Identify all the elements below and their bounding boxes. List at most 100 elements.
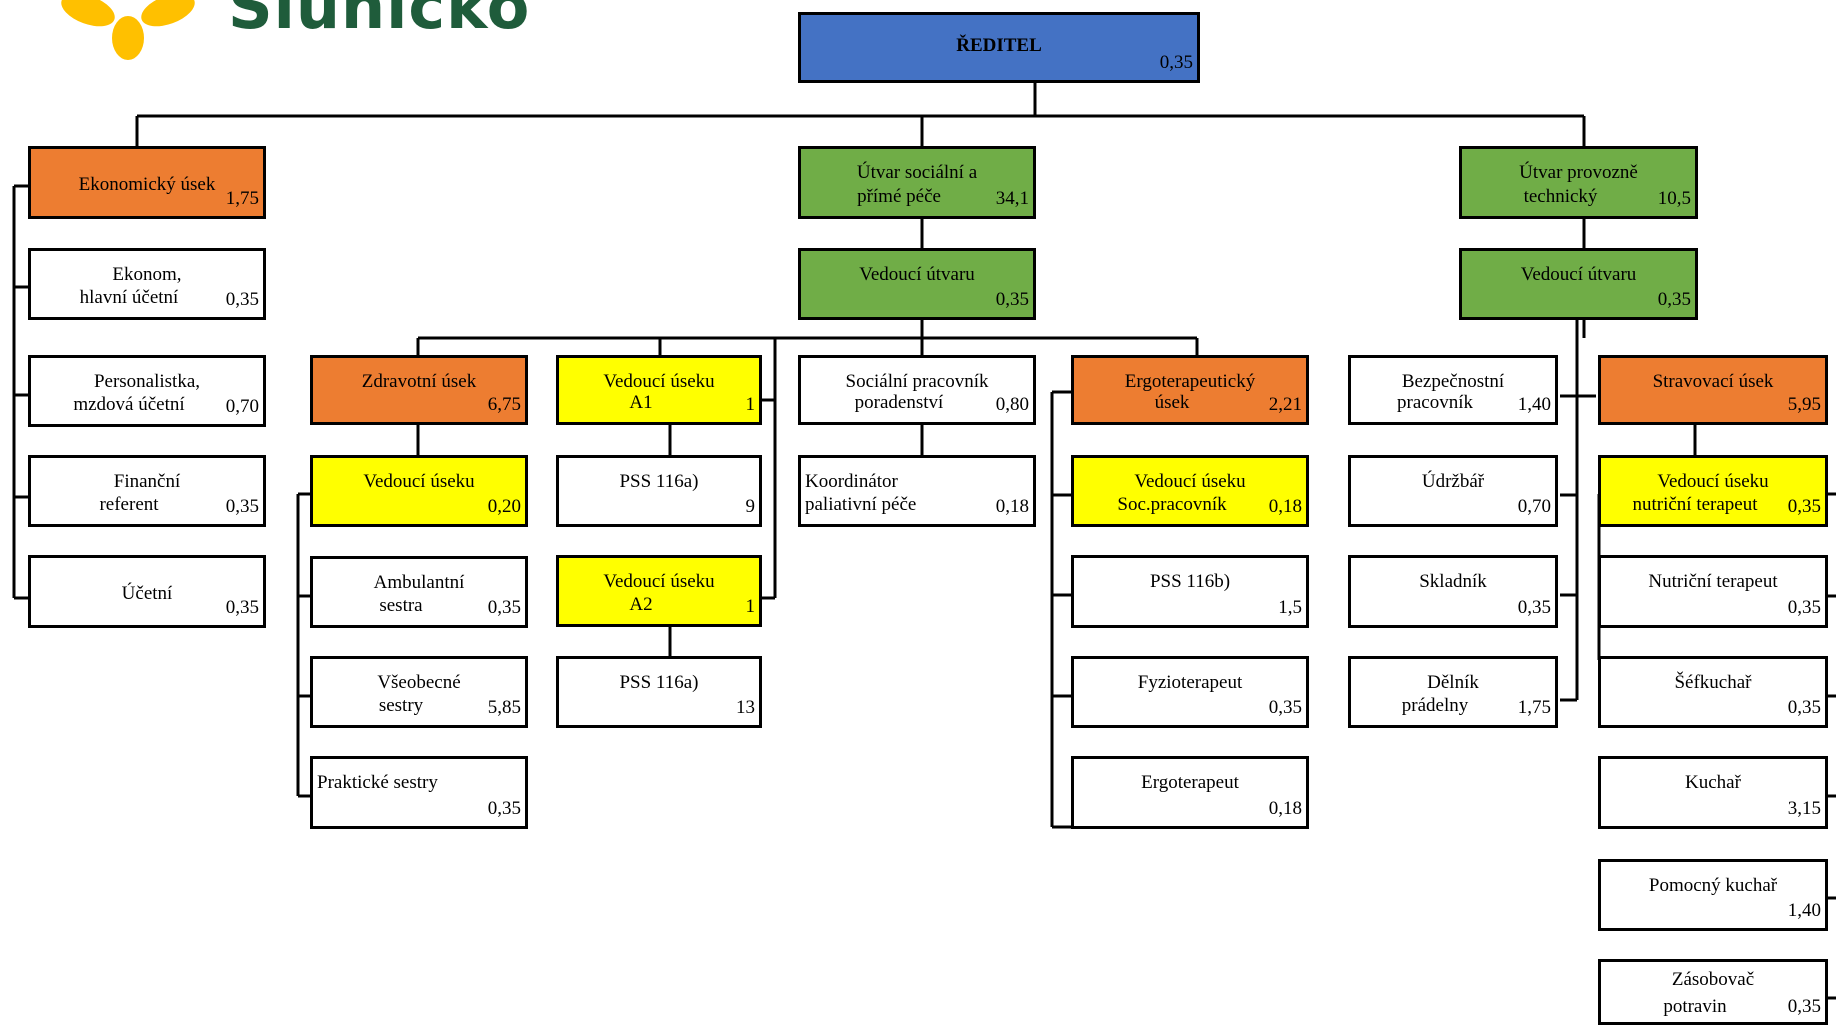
health-item-box: Ambulantní sestra 0,35 <box>310 556 528 628</box>
technical-item-box: Dělník prádelny 1,75 <box>1348 656 1558 728</box>
box-value: 13 <box>736 697 755 718</box>
director-title: ŘEDITEL <box>956 35 1042 56</box>
catering-head-box: Vedoucí úseku nutriční terapeut 0,35 <box>1598 455 1828 527</box>
box-value: 10,5 <box>1657 188 1691 209</box>
box-label-2: pracovník <box>1397 392 1473 413</box>
box-label: Sociální pracovník <box>845 371 989 392</box>
box-label: Kuchař <box>1685 772 1741 793</box>
box-label: PSS 116a) <box>619 471 699 492</box>
box-label: Šéfkuchař <box>1674 672 1752 693</box>
box-label: Dělník <box>1427 672 1479 693</box>
box-label: Personalistka, <box>93 371 201 392</box>
box-label-2: úsek <box>1154 392 1190 413</box>
box-value: 0,35 <box>225 289 259 310</box>
ergo-item-box: Ergoterapeut 0,18 <box>1071 756 1309 829</box>
box-value: 34,1 <box>995 188 1029 209</box>
economic-header-box: Ekonomický úsek 1,75 <box>28 146 266 219</box>
box-label: Vedoucí úseku <box>1134 471 1246 492</box>
box-label: Nutriční terapeut <box>1648 571 1778 592</box>
economic-item-box: Ekonom, hlavní účetní 0,35 <box>28 248 266 320</box>
box-value: 0,35 <box>1787 697 1821 718</box>
box-label: Fyzioterapeut <box>1137 672 1243 693</box>
box-label: Údržbář <box>1421 471 1485 492</box>
ergo-head-box: Vedoucí úseku Soc.pracovník 0,18 <box>1071 455 1309 527</box>
box-label-2: potravin <box>1663 996 1727 1017</box>
box-value: 1,5 <box>1278 597 1302 618</box>
box-label: Skladník <box>1419 571 1487 592</box>
social-header-box: Útvar sociální a přímé péče 34,1 <box>798 146 1036 219</box>
box-value: 6,75 <box>487 394 521 415</box>
box-value: 0,35 <box>487 597 521 618</box>
box-label-2: referent <box>99 494 159 515</box>
health-item-box: Všeobecné sestry 5,85 <box>310 656 528 728</box>
box-label: Vedoucí útvaru <box>1520 264 1637 285</box>
box-value: 0,18 <box>1268 798 1302 819</box>
box-value: 0,18 <box>995 496 1029 517</box>
a2-item-box: PSS 116a) 13 <box>556 656 762 728</box>
box-value: 2,21 <box>1268 394 1302 415</box>
health-header-box: Zdravotní úsek 6,75 <box>310 355 528 425</box>
box-label: Ekonom, <box>112 264 182 285</box>
health-head-box: Vedoucí úseku 0,20 <box>310 455 528 527</box>
box-value: 0,35 <box>1787 996 1821 1017</box>
box-value: 1,75 <box>225 188 259 209</box>
economic-item-box: Personalistka, mzdová účetní 0,70 <box>28 355 266 427</box>
box-value: 0,35 <box>225 597 259 618</box>
box-value: 1 <box>745 394 756 415</box>
box-label-2: paliativní péče <box>805 494 917 515</box>
box-value: 0,20 <box>487 496 521 517</box>
technical-item-box: Údržbář 0,70 <box>1348 455 1558 527</box>
box-label-2: Soc.pracovník <box>1117 494 1227 515</box>
box-label: Bezpečnostní <box>1401 371 1505 392</box>
director-value: 0,35 <box>1159 52 1193 73</box>
technical-header-box: Útvar provozně technický 10,5 <box>1459 146 1698 219</box>
box-value: 9 <box>745 496 756 517</box>
box-label: Vedoucí úseku <box>603 571 715 592</box>
box-value: 0,35 <box>487 798 521 819</box>
social-head-box: Vedoucí útvaru 0,35 <box>798 248 1036 320</box>
box-label: Ambulantní <box>373 572 465 593</box>
box-label: PSS 116b) <box>1149 571 1231 592</box>
box-label-2: A1 <box>629 392 653 413</box>
economic-item-box: Finanční referent 0,35 <box>28 455 266 527</box>
box-value: 3,15 <box>1787 798 1821 819</box>
counsel-box: Sociální pracovník poradenství 0,80 <box>798 355 1036 425</box>
box-value: 1,40 <box>1517 394 1551 415</box>
economic-item-box: Účetní 0,35 <box>28 555 266 628</box>
technical-item-box: Skladník 0,35 <box>1348 555 1558 628</box>
box-label-2: přímé péče <box>857 186 941 207</box>
box-label: Vedoucí úseku <box>603 371 715 392</box>
box-label-2: prádelny <box>1401 695 1469 716</box>
technical-item-box: Bezpečnostní pracovník 1,40 <box>1348 355 1558 425</box>
box-label: Finanční <box>113 471 181 492</box>
box-value: 5,95 <box>1787 394 1821 415</box>
box-label-2: sestra <box>379 595 423 616</box>
ergo-item-box: PSS 116b) 1,5 <box>1071 555 1309 628</box>
box-value: 0,35 <box>1787 496 1821 517</box>
box-label-2: sestry <box>378 695 424 716</box>
box-label: Vedoucí úseku <box>363 471 475 492</box>
box-label: Útvar provozně <box>1519 162 1638 183</box>
box-value: 0,70 <box>1517 496 1551 517</box>
catering-item-box: Šéfkuchař 0,35 <box>1598 656 1828 728</box>
box-label: Účetní <box>121 583 173 604</box>
box-value: 0,35 <box>225 496 259 517</box>
box-value: 1,75 <box>1517 697 1551 718</box>
box-value: 0,18 <box>1268 496 1302 517</box>
logo-text: Sluníčko <box>228 0 531 43</box>
box-value: 1 <box>745 596 756 617</box>
box-label-2: A2 <box>629 594 653 615</box>
box-label: Vedoucí úseku <box>1657 471 1769 492</box>
catering-item-box: Kuchař 3,15 <box>1598 756 1828 829</box>
logo: Sluníčko <box>0 0 600 70</box>
box-value: 0,35 <box>1517 597 1551 618</box>
box-label: Koordinátor <box>805 471 898 492</box>
box-label: Stravovací úsek <box>1652 371 1774 392</box>
a2-head-box: Vedoucí úseku A2 1 <box>556 555 762 627</box>
box-value: 0,35 <box>1787 597 1821 618</box>
catering-item-box: Zásobovač potravin 0,35 <box>1598 959 1828 1025</box>
box-label: Zásobovač <box>1671 969 1755 990</box>
box-label: Ergoterapeut <box>1141 772 1239 793</box>
box-label-2: hlavní účetní <box>79 287 179 308</box>
ergo-header-box: Ergoterapeutický úsek 2,21 <box>1071 355 1309 425</box>
